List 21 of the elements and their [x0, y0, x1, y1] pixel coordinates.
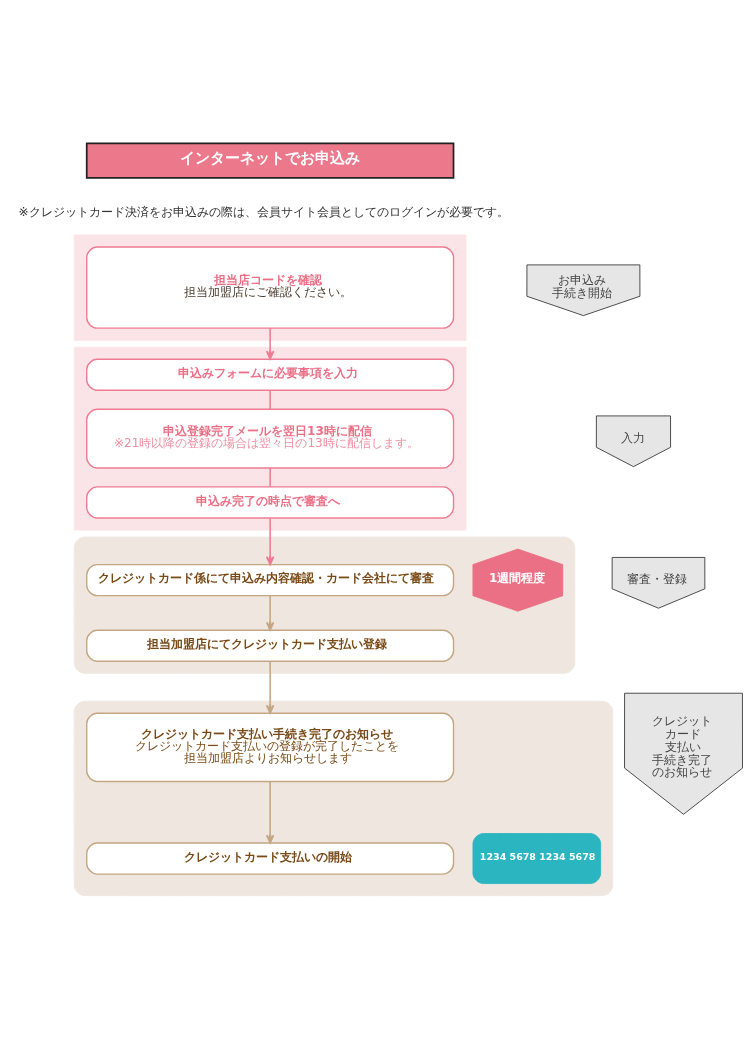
node-box: 担当加盟店にてクレジットカード支払い登録 [86, 629, 455, 662]
connector [269, 389, 271, 410]
cluster [73, 234, 467, 341]
arrow [265, 780, 275, 844]
arrow [265, 660, 275, 714]
arrow [265, 326, 275, 360]
node-box: クレジットカード支払い手続き完了のお知らせ クレジットカード支払いの登録が完了したことを担当加盟店よりお知らせします [86, 712, 455, 782]
node-box: クレジットカード支払いの開始 [86, 841, 455, 875]
cluster [73, 700, 614, 896]
node-box: インターネットでお申込み [85, 142, 455, 179]
node-box: 1234 5678 1234 5678 [472, 832, 602, 884]
node-box: 申込みフォームに必要事項を入力 [86, 358, 455, 391]
node-box: 申込登録完了メールを翌日13時に配信 ※21時以降の登録の場合は翌々日の13時に配信します。 [86, 408, 455, 469]
arrow [265, 594, 275, 631]
node-box: 申込み完了の時点で審査へ [86, 485, 455, 519]
node-box: クレジットカード係にて申込み内容確認・カード会社にて審査 [86, 563, 455, 596]
cluster [73, 536, 576, 674]
node-box: 担当店コードを確認 担当加盟店にご確認ください。 [86, 245, 455, 329]
label: ※クレジットカード決済をお申込みの際は、会員サイト会員としてのログインが必要です。 [18, 204, 509, 219]
arrow [265, 517, 275, 565]
connector [269, 466, 271, 488]
